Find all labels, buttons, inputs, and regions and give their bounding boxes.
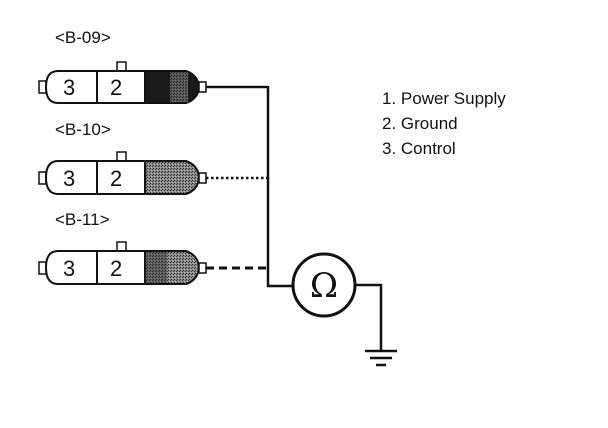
connector-tip (38, 80, 47, 94)
connector-tip (38, 171, 47, 185)
ohm-symbol: Ω (310, 266, 338, 306)
pin-2-label: 2 (110, 166, 122, 191)
pin-3-label: 3 (63, 256, 75, 281)
pin-3-label: 3 (63, 166, 75, 191)
pin-3-label: 3 (63, 75, 75, 100)
ground-symbol-icon (355, 283, 397, 367)
pin-2-label: 2 (110, 75, 122, 100)
connector-label: <B-11> (55, 210, 110, 229)
pin-legend: 1. Power Supply 2. Ground 3. Control (382, 89, 506, 158)
connector-label: <B-09> (55, 28, 111, 47)
legend-item: 3. Control (382, 139, 456, 158)
connector-b09: <B-09> 3 2 (38, 28, 268, 104)
connector-body (44, 70, 146, 104)
connector-label: <B-10> (55, 120, 111, 139)
connector-tip (38, 261, 47, 275)
common-bus (266, 86, 294, 288)
connector-body (44, 160, 146, 195)
legend-item: 2. Ground (382, 114, 458, 133)
pin-2-label: 2 (110, 256, 122, 281)
connector-latch (116, 151, 127, 162)
wire-boot (144, 160, 201, 195)
ohmmeter-icon: Ω (291, 252, 357, 318)
connector-latch (116, 241, 127, 252)
connector-b11: <B-11> 3 2 (38, 210, 268, 285)
connector-b10: <B-10> 3 2 (38, 120, 268, 195)
connector-latch (116, 61, 127, 72)
legend-item: 1. Power Supply (382, 89, 506, 108)
connector-body (44, 250, 146, 285)
